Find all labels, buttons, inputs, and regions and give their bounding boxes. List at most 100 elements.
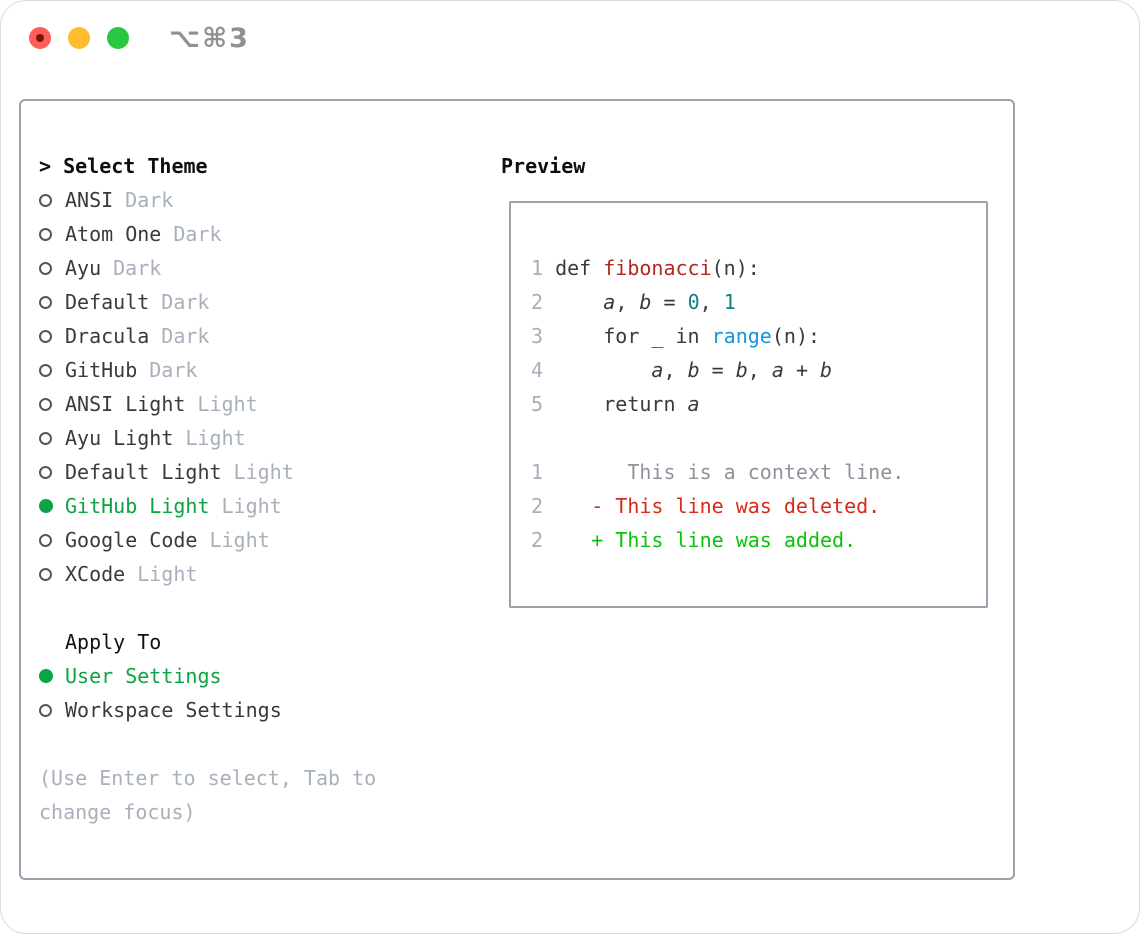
theme-item-ansi[interactable]: ANSI Dark [39,183,479,217]
theme-item-ayu[interactable]: Ayu Dark [39,251,479,285]
code-segment-code: (n): [771,324,821,348]
radio-icon [39,703,52,717]
variant-tag: Light [185,426,246,450]
code-segment-code [555,290,603,314]
code-segment-code: def [555,256,604,280]
radio-icon [39,329,52,343]
theme-item-atom-one[interactable]: Atom One Dark [39,217,479,251]
code-segment-code: , [699,290,724,314]
variant-tag: Dark [161,324,210,348]
code-segment-var: b [639,290,652,314]
hint-line-2: change focus) [39,800,196,824]
code-segment-code: , [663,358,688,382]
theme-item-xcode[interactable]: XCode Light [39,557,479,591]
apply-to-header: Apply To [65,630,162,654]
theme-item-default[interactable]: Default Dark [39,285,479,319]
titlebar: ⌥⌘3 [1,1,1139,75]
line-number: 5 [531,392,556,416]
code-line: 4 a, b = b, a + b [531,353,904,387]
code-line: 5 return a [531,387,904,421]
code-segment-call: range [711,324,772,348]
preview-title: Preview [501,154,586,178]
code-segment-var: b [820,358,833,382]
variant-tag: Light [137,562,198,586]
line-number [531,426,543,450]
spacer [39,591,479,625]
code-segment-code: , [747,358,772,382]
close-button[interactable] [29,27,51,49]
radio-selected-icon [39,499,53,513]
theme-item-default-light[interactable]: Default Light Light [39,455,479,489]
variant-tag: Dark [125,188,174,212]
item-label: XCode [65,562,126,586]
code-line: 2 a, b = 0, 1 [531,285,904,319]
item-label: ANSI [65,188,114,212]
minimize-button[interactable] [68,27,90,49]
code-segment-del: - This line was deleted. [555,494,881,518]
radio-icon [39,295,52,309]
select-theme-header: > Select Theme [39,149,479,183]
theme-item-google-code[interactable]: Google Code Light [39,523,479,557]
code-segment-var: b [735,358,748,382]
variant-tag: Light [209,528,270,552]
code-segment-var: b [687,358,700,382]
line-number: 1 [531,460,556,484]
item-label: ANSI Light [65,392,186,416]
variant-tag: Light [233,460,294,484]
window-title: ⌥⌘3 [169,23,250,54]
radio-icon [39,261,52,275]
code-segment-ctx: This is a context line. [555,460,905,484]
line-number: 2 [531,528,556,552]
radio-selected-icon [39,669,53,683]
code-segment-code: (n): [711,256,760,280]
code-line: 3 for _ in range(n): [531,319,904,353]
item-label: GitHub [65,358,138,382]
line-number: 2 [531,494,556,518]
code-segment-var: a [603,290,616,314]
code-line: 1 def fibonacci(n): [531,251,904,285]
radio-icon [39,533,52,547]
variant-tag: Dark [149,358,198,382]
line-number: 3 [531,324,556,348]
code-line: 1 This is a context line. [531,455,904,489]
variant-tag: Dark [161,290,210,314]
radio-icon [39,193,52,207]
line-number: 4 [531,358,556,382]
variant-tag: Light [197,392,258,416]
code-line: 2 + This line was added. [531,523,904,557]
theme-item-github[interactable]: GitHub Dark [39,353,479,387]
variant-tag: Light [221,494,282,518]
item-label: Ayu [65,256,102,280]
radio-icon [39,363,52,377]
radio-icon [39,397,52,411]
theme-item-ansi-light[interactable]: ANSI Light Light [39,387,479,421]
spacer [39,727,479,761]
item-label: Default Light [65,460,222,484]
zoom-button[interactable] [107,27,129,49]
code-segment-var: a [771,358,784,382]
code-line [531,421,904,455]
item-label: User Settings [65,664,222,688]
code-segment-code: return [555,392,688,416]
radio-icon [39,227,52,241]
apply-option-workspace-settings[interactable]: Workspace Settings [39,693,479,727]
code-segment-code [555,358,651,382]
apply-option-user-settings[interactable]: User Settings [39,659,479,693]
code-segment-var: a [651,358,664,382]
item-label: Atom One [65,222,162,246]
radio-icon [39,567,52,581]
code-segment-numlit: 1 [723,290,736,314]
item-label: Google Code [65,528,198,552]
code-segment-numlit: 0 [687,290,700,314]
prompt-icon: > [39,154,64,178]
item-label: Default [65,290,150,314]
variant-tag: Dark [113,256,162,280]
variant-tag: Dark [173,222,222,246]
code-segment-fn: fibonacci [603,256,712,280]
